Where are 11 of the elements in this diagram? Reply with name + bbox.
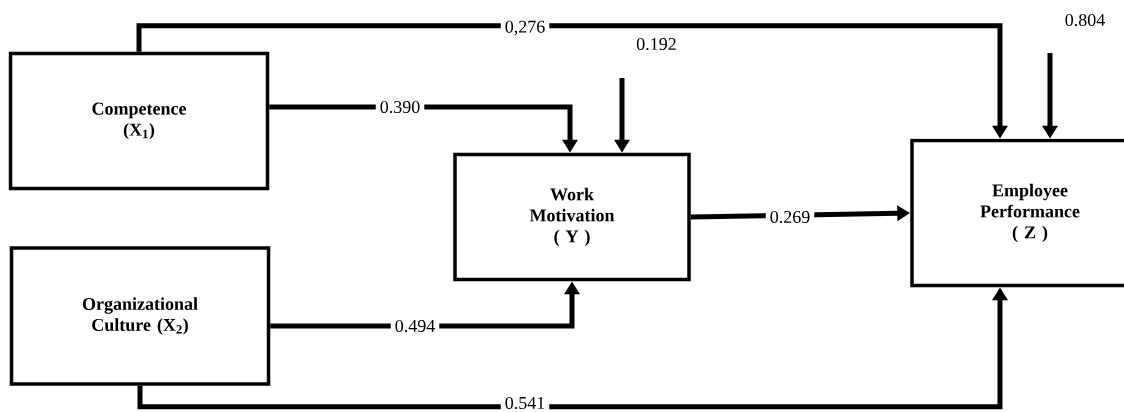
variable-box: Employee Performance ( Z ) <box>910 138 1124 288</box>
path-coefficient: 0.541 <box>500 392 550 412</box>
variable-box: Organizational Culture (X$_{2}$) <box>9 246 271 386</box>
path-coefficient: 0.192 <box>632 33 681 55</box>
variable-box: Work Motivation ( Y ) <box>453 152 691 282</box>
path-coefficient: 0.390 <box>375 96 425 118</box>
path-coefficient: 0.269 <box>765 206 815 228</box>
path-coefficient: 0,276 <box>500 16 550 40</box>
path-coefficient: 0.494 <box>390 315 440 337</box>
variable-box: Competence (X$_{1}$) <box>8 51 270 191</box>
path-coefficient: 0.804 <box>1060 9 1110 31</box>
